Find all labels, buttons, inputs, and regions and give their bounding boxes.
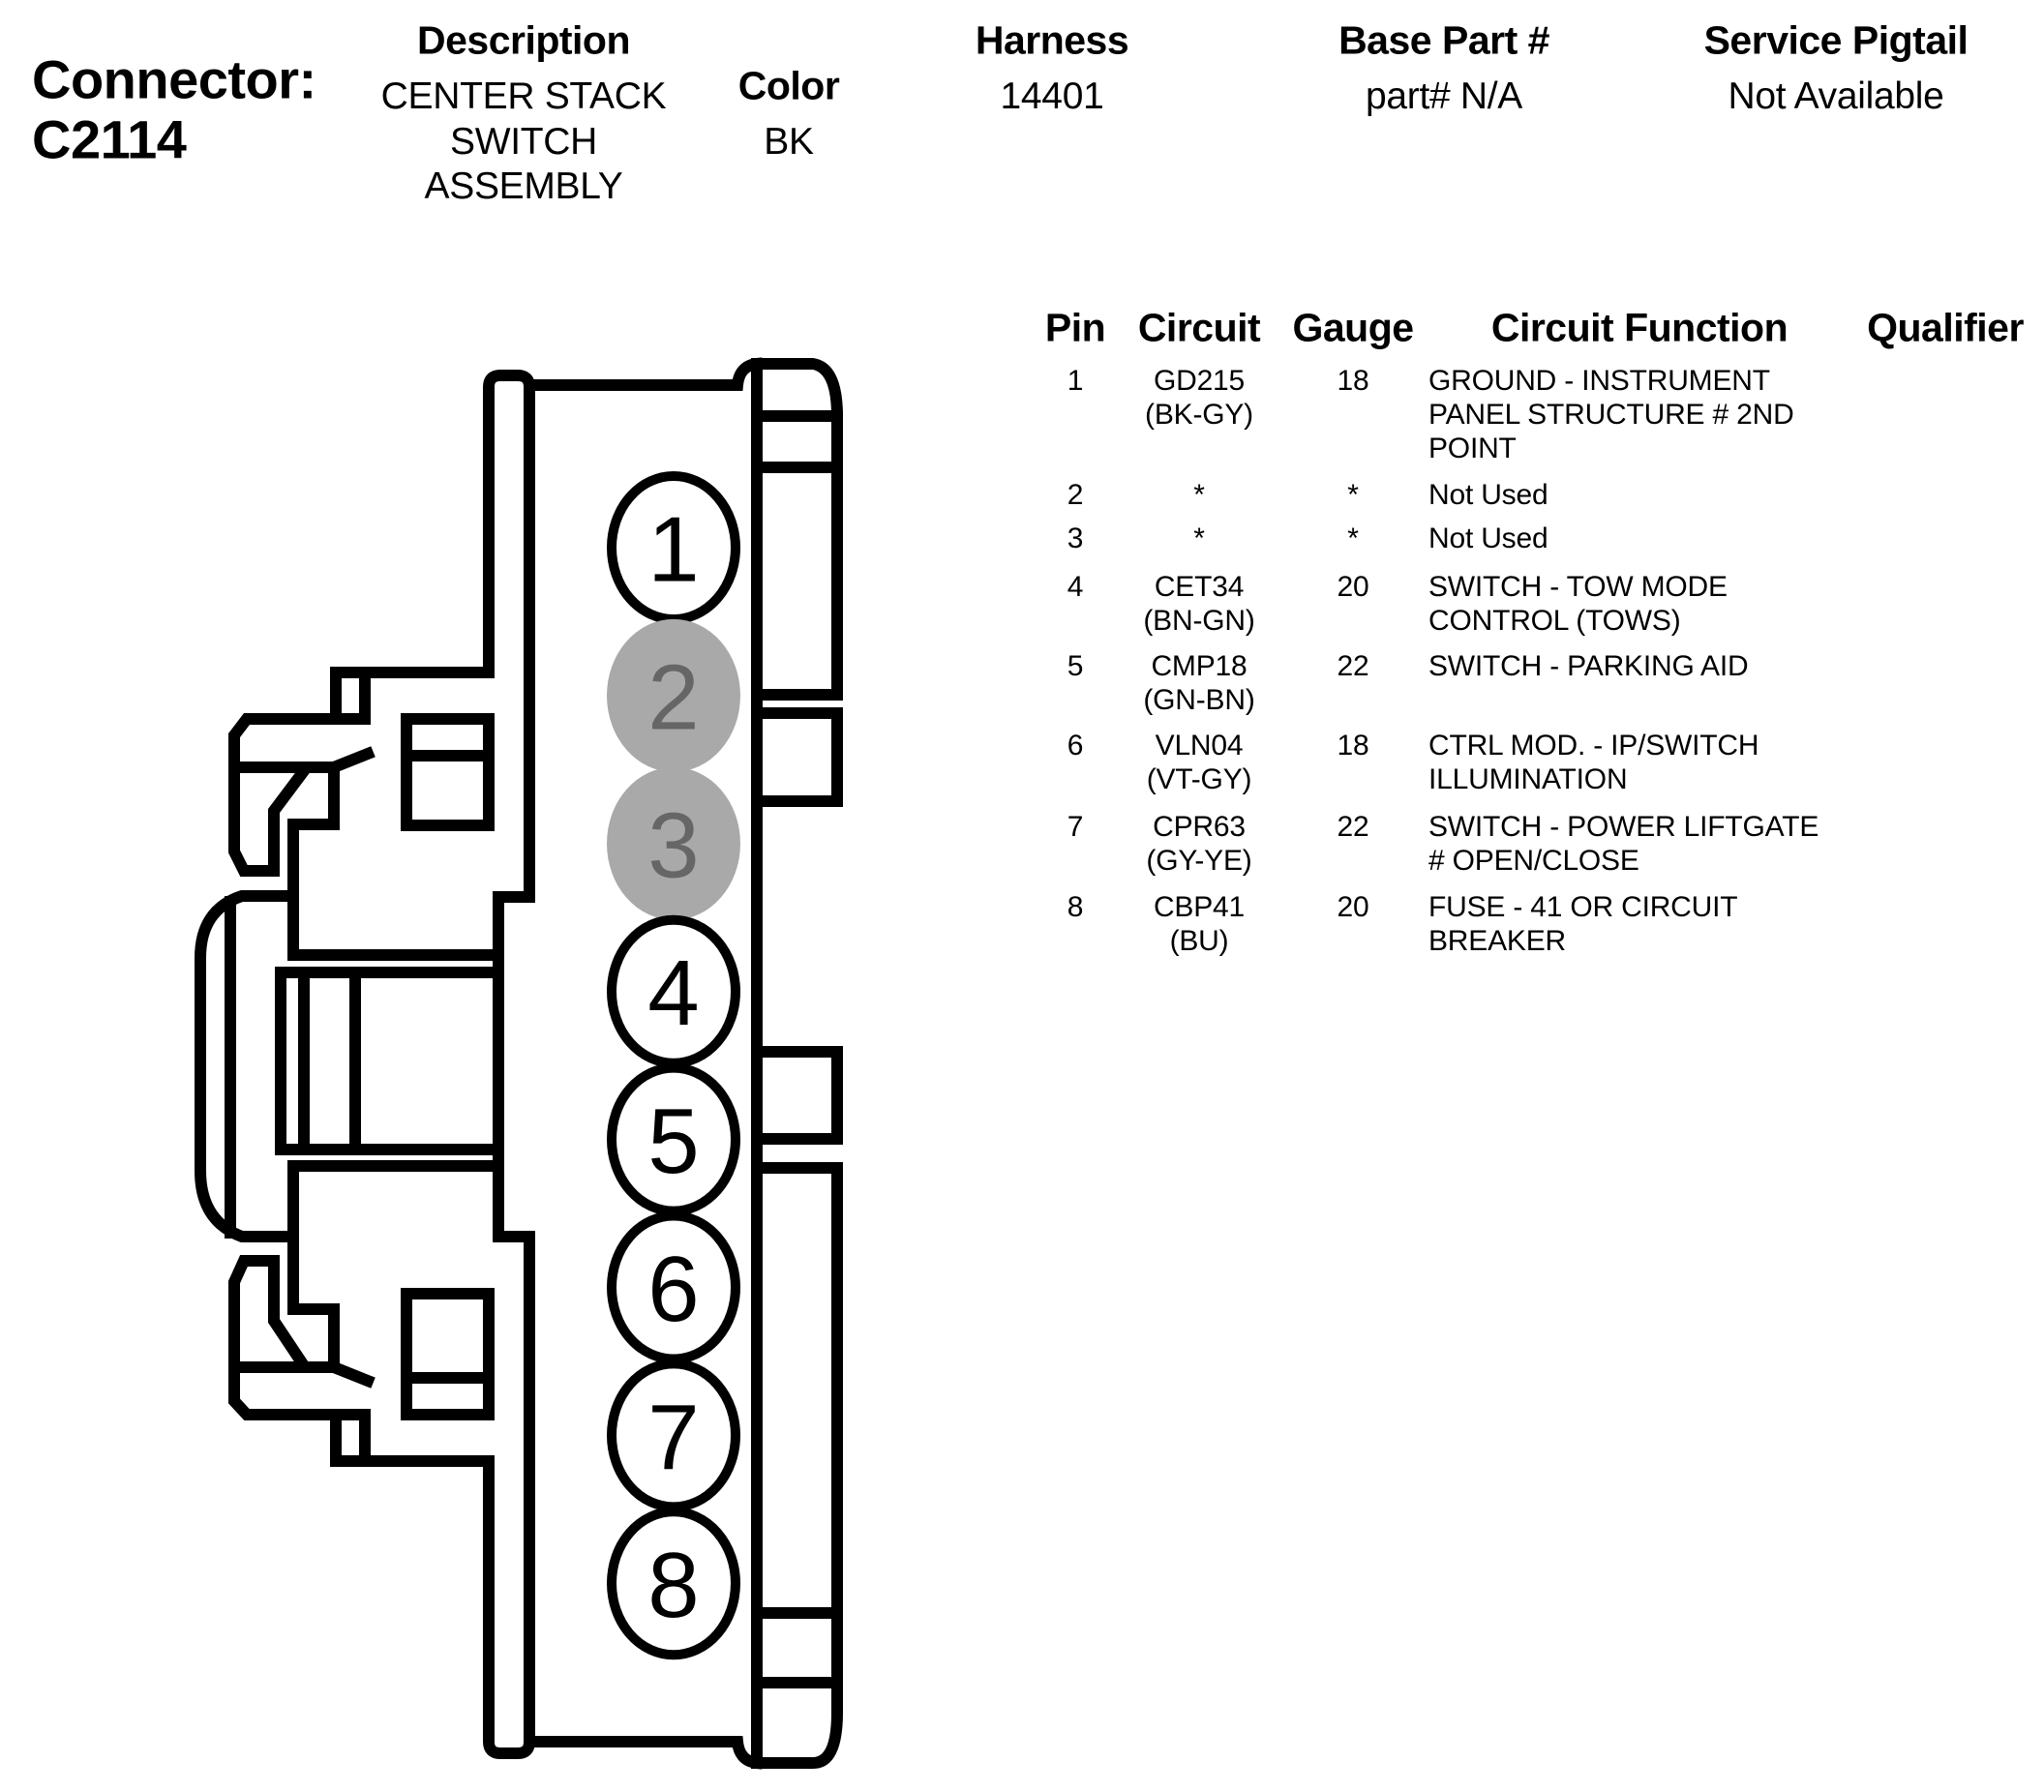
lower-latch-hook [326,1359,376,1389]
upper-latch-top [228,713,371,877]
cell-circuit: GD215(BK-GY) [1145,365,1253,431]
cell-gauge: * [1347,523,1359,554]
column-header-gauge: Gauge [1292,305,1414,350]
column-header-circuit-function: Circuit Function [1490,305,1788,350]
cell-gauge: * [1347,479,1359,511]
housing-segment-2 [751,707,843,807]
upper-locking-tab [483,370,535,903]
cell-gauge: 22 [1337,650,1369,682]
pin-circle [607,1507,740,1660]
cell-gauge: 20 [1337,571,1369,603]
color-value: BK [764,121,814,163]
cell-circuit: CPR63(GY-YE) [1146,811,1252,877]
cell-circuit: * [1193,523,1205,554]
cell-pin: 5 [1067,650,1084,682]
pin-number: 1 [647,498,699,602]
pin-cavity: 6 [607,1210,740,1364]
cell-pin: 6 [1067,730,1084,762]
cell-pin: 3 [1067,523,1084,554]
cell-pin: 7 [1067,811,1084,843]
housing-segment-3 [751,1046,843,1145]
cell-pin: 8 [1067,891,1084,923]
body-bottom-edge [524,1736,764,1770]
pin-circle [607,618,740,772]
pin-cavity: 5 [607,1062,740,1216]
harness-value: 14401 [1000,75,1104,117]
cell-circuit: VLN04(VT-GY) [1146,730,1252,795]
pin-number: 2 [647,645,699,749]
service-pigtail-header: Service Pigtail [1703,17,1969,63]
description-header: Description [416,17,631,63]
pin-number: 8 [647,1534,699,1637]
description-line-1: CENTER STACK [380,75,667,117]
pin-number: 6 [647,1238,699,1341]
connector-housing-outline [195,357,843,1770]
cell-pin: 1 [1067,365,1084,397]
cell-circuit-function: SWITCH - PARKING AID [1428,650,1749,682]
lower-locking-tab [483,1231,535,1759]
base-part-value: part# N/A [1365,75,1523,117]
pin-cavity: 7 [607,1359,740,1512]
cell-pin: 4 [1067,571,1084,603]
upper-step [330,667,495,725]
base-part-header: Base Part # [1338,17,1549,63]
cell-circuit: CMP18(GN-BN) [1143,650,1255,716]
cell-circuit: CET34(BN-GN) [1143,571,1255,637]
pin-circle [607,766,740,920]
pin-cavity: 2 [607,618,740,772]
pin-cavities: 1 2 3 4 5 6 7 8 [607,471,740,1660]
pin-cavity: 8 [607,1507,740,1660]
upper-latch-hook [326,746,376,775]
pin-cavity: 3 [607,766,740,920]
cell-circuit-function: SWITCH - POWER LIFTGATE# OPEN/CLOSE [1428,811,1819,877]
pin-cavity: 4 [607,914,740,1068]
center-slot [275,967,504,1155]
cell-gauge: 20 [1337,891,1369,923]
harness-header: Harness [975,17,1129,63]
upper-latch-bar [231,762,340,961]
connector-label: Connector: [32,48,316,110]
housing-outer-bottom [751,1162,843,1769]
body-top-edge [524,357,764,391]
pin-number: 4 [647,941,699,1045]
column-header-qualifier: Qualifier [1867,305,2024,350]
color-header: Color [737,63,840,108]
cell-gauge: 18 [1337,730,1369,762]
service-pigtail-value: Not Available [1728,75,1944,117]
column-header-pin: Pin [1044,305,1106,350]
cell-circuit: CBP41(BU) [1153,891,1246,957]
cell-gauge: 22 [1337,811,1369,843]
cell-circuit-function: Not Used [1428,479,1548,511]
column-header-circuit: Circuit [1137,305,1261,350]
pin-number: 5 [647,1090,699,1193]
lower-window [401,1288,495,1420]
pin-cavity: 1 [607,471,740,624]
cell-gauge: 18 [1337,365,1369,397]
description-line-3: ASSEMBLY [424,165,623,207]
pin-number: 3 [647,793,699,897]
cell-pin: 2 [1067,479,1084,511]
upper-window [401,713,495,831]
pin-number: 7 [647,1386,699,1489]
lower-step [330,1409,495,1467]
connector-id: C2114 [32,108,187,170]
side-bump [195,890,299,1242]
lower-latch-bottom [228,1255,371,1420]
cell-circuit-function: Not Used [1428,523,1548,554]
description-line-2: SWITCH [449,121,598,163]
cell-circuit: * [1193,479,1205,511]
